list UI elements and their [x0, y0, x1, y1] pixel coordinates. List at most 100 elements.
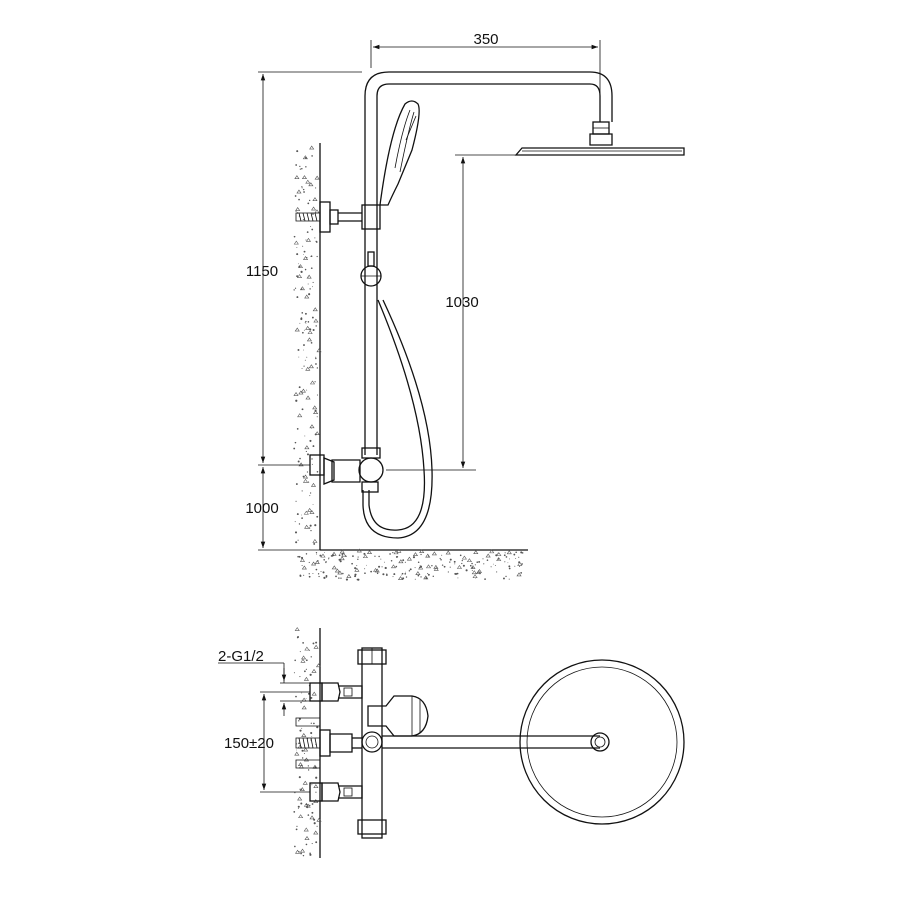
- speckle: [300, 852, 302, 855]
- speckle: [496, 557, 502, 561]
- speckle: [310, 732, 313, 735]
- speckle: [351, 562, 353, 565]
- speckle: [393, 573, 396, 576]
- speckle: [299, 729, 302, 732]
- rain-shower-head-plan: [519, 659, 685, 825]
- speckle: [302, 642, 304, 644]
- speckle: [309, 288, 311, 290]
- speckle: [302, 218, 304, 221]
- speckle: [297, 348, 300, 351]
- dimension-head-height: 1030: [386, 154, 516, 471]
- speckle: [302, 475, 305, 478]
- speckle: [476, 561, 479, 563]
- speckle: [423, 575, 429, 580]
- speckle: [309, 424, 315, 429]
- speckle: [301, 368, 303, 370]
- speckle: [323, 576, 326, 579]
- speckle: [471, 570, 473, 571]
- speckle: [322, 571, 325, 574]
- speckle: [311, 228, 314, 231]
- speckle: [312, 538, 318, 543]
- speckle: [309, 492, 312, 494]
- speckle: [520, 572, 523, 574]
- speckle: [513, 553, 516, 556]
- speckle: [356, 565, 358, 567]
- speckle: [307, 507, 313, 512]
- speckle: [461, 555, 467, 560]
- speckle: [508, 567, 511, 570]
- speckle: [315, 356, 317, 358]
- speckle: [300, 701, 302, 704]
- speckle: [305, 322, 307, 324]
- speckle: [508, 578, 510, 580]
- speckle: [308, 573, 310, 575]
- speckle: [303, 510, 309, 515]
- speckle: [311, 736, 313, 737]
- speckle: [293, 672, 295, 674]
- speckle: [304, 435, 306, 437]
- speckle: [298, 386, 301, 389]
- speckle: [310, 656, 312, 658]
- speckle: [308, 527, 311, 529]
- floor-hatching: [297, 548, 524, 581]
- speckle: [384, 561, 386, 563]
- speckle: [392, 552, 394, 554]
- speckle: [297, 762, 304, 766]
- hot-inlet-plan: [309, 682, 363, 702]
- wall-section-plan: [293, 627, 322, 858]
- speckle: [300, 270, 303, 273]
- speckle: [307, 330, 313, 334]
- speckle: [298, 523, 301, 525]
- speckle: [316, 471, 319, 473]
- speckle: [316, 367, 319, 369]
- speckle: [299, 286, 305, 291]
- speckle: [521, 563, 523, 565]
- speckle: [308, 182, 314, 187]
- speckle: [308, 692, 310, 695]
- speckle: [294, 195, 297, 197]
- speckle: [295, 695, 297, 698]
- speckle: [376, 572, 379, 575]
- speckle: [414, 578, 416, 580]
- speckle: [299, 676, 301, 678]
- speckle: [299, 165, 301, 168]
- speckle: [354, 567, 360, 572]
- speckle: [310, 530, 312, 532]
- speckle: [335, 575, 337, 578]
- speckle: [520, 551, 523, 554]
- speckle: [299, 787, 305, 791]
- speckle: [454, 572, 458, 576]
- speckle: [302, 188, 305, 191]
- speckle: [311, 691, 317, 696]
- speckle: [293, 235, 296, 238]
- speckle: [298, 356, 300, 358]
- speckle: [449, 566, 451, 568]
- speckle: [445, 550, 451, 555]
- speckle: [419, 565, 421, 567]
- speckle: [346, 573, 352, 578]
- speckle: [294, 627, 300, 631]
- speckle: [420, 576, 422, 578]
- speckle: [298, 198, 300, 201]
- speckle: [305, 668, 307, 670]
- speckle: [328, 558, 330, 560]
- speckle: [390, 559, 393, 562]
- speckle: [310, 696, 313, 699]
- speckle: [306, 231, 309, 234]
- speckle: [453, 560, 456, 563]
- speckle: [298, 717, 301, 721]
- speckle: [320, 553, 326, 558]
- speckle: [308, 364, 314, 369]
- speckle: [354, 575, 357, 578]
- speckle: [489, 549, 495, 554]
- speckle: [303, 349, 305, 351]
- speckle: [309, 649, 311, 651]
- speckle: [315, 568, 318, 571]
- speckle: [315, 241, 318, 243]
- speckle: [519, 565, 521, 568]
- speckle: [312, 286, 314, 288]
- speckle: [484, 578, 486, 580]
- speckle: [311, 206, 317, 211]
- speckle: [402, 559, 405, 562]
- speckle: [405, 571, 406, 573]
